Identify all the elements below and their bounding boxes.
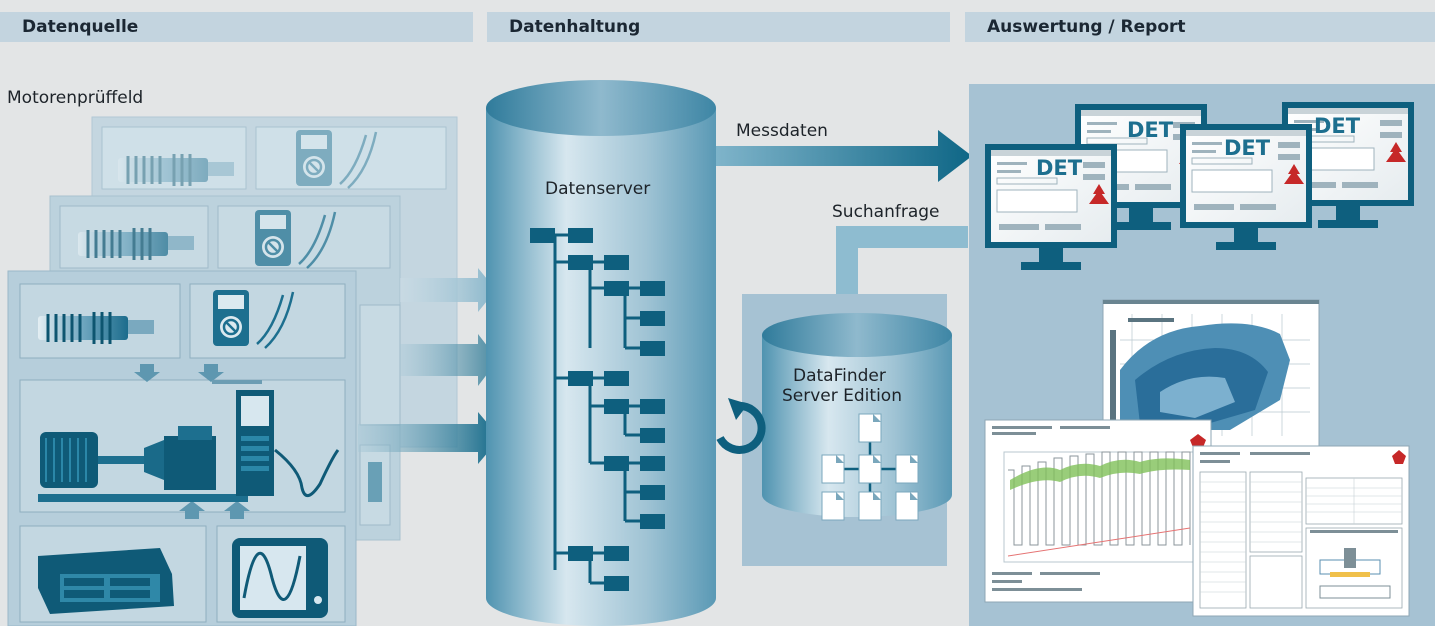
messdaten-arrow: [716, 130, 972, 182]
header-datenquelle: Datenquelle: [0, 12, 473, 42]
header-datenhaltung-label: Datenhaltung: [509, 17, 641, 37]
monitor-det-label-4: DET: [1224, 136, 1271, 160]
suchanfrage-label: Suchanfrage: [832, 202, 940, 222]
datafinder-panel: [742, 294, 952, 566]
engine-test-bench-icon: [38, 390, 340, 502]
header-datenhaltung: Datenhaltung: [487, 12, 950, 42]
header-auswertung: Auswertung / Report: [965, 12, 1435, 42]
report-line-chart: [984, 419, 1212, 603]
refresh-icon: [716, 398, 766, 454]
data-server-cylinder: [486, 80, 716, 626]
datafinder-label-line1: DataFinder: [793, 366, 886, 386]
header-auswertung-label: Auswertung / Report: [987, 17, 1186, 37]
report-contour-map: [1102, 299, 1320, 449]
datenserver-label: Datenserver: [545, 179, 651, 199]
data-server-tree: [530, 228, 665, 591]
monitor-det-label-2: DET: [1314, 114, 1361, 138]
report-table: [1192, 445, 1410, 617]
datafinder-label-line2: Server Edition: [782, 386, 902, 406]
header-datenquelle-label: Datenquelle: [22, 17, 139, 37]
small-arrows: [134, 364, 262, 519]
motorenpruffeld-label: Motorenprüffeld: [7, 88, 144, 108]
messdaten-label: Messdaten: [736, 121, 828, 141]
control-unit-icon: [38, 548, 174, 614]
monitor-det-label-3: DET: [1036, 156, 1083, 180]
source-to-server-arrows: [358, 268, 500, 464]
oscilloscope-icon: [232, 538, 328, 618]
monitor-det-label-1: DET: [1127, 118, 1174, 142]
datafinder-doc-tree: [821, 413, 919, 521]
